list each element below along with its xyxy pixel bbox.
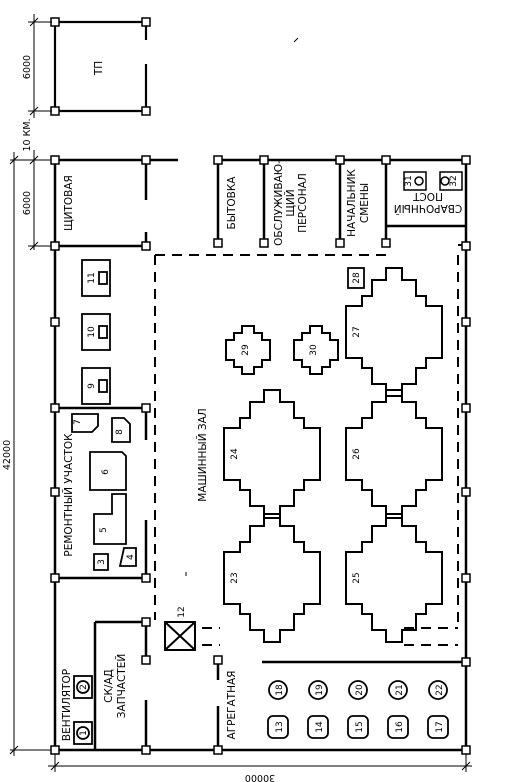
equip-30: 30 bbox=[309, 344, 319, 356]
equip-23: 23 bbox=[230, 572, 240, 583]
equip-15: 15 bbox=[355, 721, 365, 732]
equip-28: 28 bbox=[352, 272, 362, 284]
ventilators bbox=[73, 675, 93, 745]
dim-shchit-height: 6000 bbox=[22, 191, 33, 215]
equip-10: 10 bbox=[87, 326, 97, 338]
room-label-staff-3: ПЕРСОНАЛ bbox=[297, 173, 309, 232]
room-label-stock-1: СК/АД bbox=[103, 669, 115, 703]
room-label-stock-2: ЗАПЧАСТЕЙ bbox=[115, 654, 128, 718]
welding-equipment bbox=[403, 171, 463, 191]
room-label-aggregate: АГРЕГАТНАЯ bbox=[226, 671, 238, 740]
equip-20: 20 bbox=[355, 684, 365, 696]
equip-3: 3 bbox=[97, 559, 107, 565]
equip-4: 4 bbox=[126, 554, 136, 560]
equip-21: 21 bbox=[395, 684, 405, 695]
room-label-repair: РЕМОНТНЫЙ УЧАСТОК bbox=[62, 433, 75, 557]
building-columns bbox=[50, 155, 471, 755]
tp-building bbox=[53, 20, 148, 113]
dim-tp-height: 6000 bbox=[22, 55, 33, 79]
equip-2: 2 bbox=[79, 684, 89, 690]
equip-1: 1 bbox=[79, 730, 89, 736]
equip-11: 11 bbox=[87, 272, 97, 283]
equip-18: 18 bbox=[275, 684, 285, 696]
equip-27: 27 bbox=[352, 326, 362, 337]
dimension-lines bbox=[9, 14, 472, 772]
equip-31: 31 bbox=[404, 175, 414, 186]
room-label-machine-hall: МАШИННЫЙ ЗАЛ bbox=[196, 408, 209, 501]
equip-17: 17 bbox=[435, 721, 445, 732]
room-label-weld-2: ПОСТ bbox=[412, 190, 442, 202]
room-label-staff-1: ОБСЛУЖИВАЮ- bbox=[273, 160, 285, 246]
equip-9: 9 bbox=[87, 383, 97, 389]
room-label-ventilator: ВЕНТИЛЯТОР bbox=[61, 669, 73, 741]
equip-6: 6 bbox=[101, 469, 111, 475]
room-label-chief-2: СМЕНЫ bbox=[359, 183, 371, 223]
equip-12: 12 bbox=[177, 606, 187, 617]
equip-29: 29 bbox=[241, 344, 251, 356]
room-label-weld-1: СВАРОЧНЫЙ bbox=[394, 202, 463, 215]
room-label-shchitovaya: ЩИТОВАЯ bbox=[63, 175, 75, 231]
equip-5: 5 bbox=[99, 527, 109, 533]
tp-label: ТП bbox=[93, 61, 105, 76]
equip-7: 7 bbox=[73, 419, 83, 425]
room-label-bytovka: БЫТОВКА bbox=[226, 176, 238, 230]
crossing-12 bbox=[164, 621, 196, 651]
equip-24: 24 bbox=[230, 448, 240, 460]
repair-equipment bbox=[71, 413, 137, 571]
dim-gap: 10 КМ. bbox=[22, 118, 33, 151]
equip-16: 16 bbox=[395, 721, 405, 733]
equip-19: 19 bbox=[315, 684, 325, 696]
equip-8: 8 bbox=[115, 429, 125, 435]
dim-building-width: 30000 bbox=[245, 772, 275, 782]
equip-13: 13 bbox=[275, 721, 285, 732]
stray-mark bbox=[293, 37, 299, 43]
building-walls bbox=[53, 158, 468, 752]
machine-28 bbox=[347, 267, 365, 289]
dim-building-length: 42000 bbox=[2, 440, 13, 470]
equip-32: 32 bbox=[449, 175, 459, 186]
panels bbox=[81, 259, 111, 405]
equip-25: 25 bbox=[352, 572, 362, 583]
room-label-staff-2: ЩИЙ bbox=[284, 189, 297, 216]
equip-22: 22 bbox=[435, 684, 445, 695]
equip-14: 14 bbox=[315, 721, 325, 733]
room-label-chief-1: НАЧАЛЬНИК bbox=[346, 169, 358, 237]
equip-26: 26 bbox=[352, 448, 362, 460]
aggregate-units bbox=[267, 680, 449, 739]
